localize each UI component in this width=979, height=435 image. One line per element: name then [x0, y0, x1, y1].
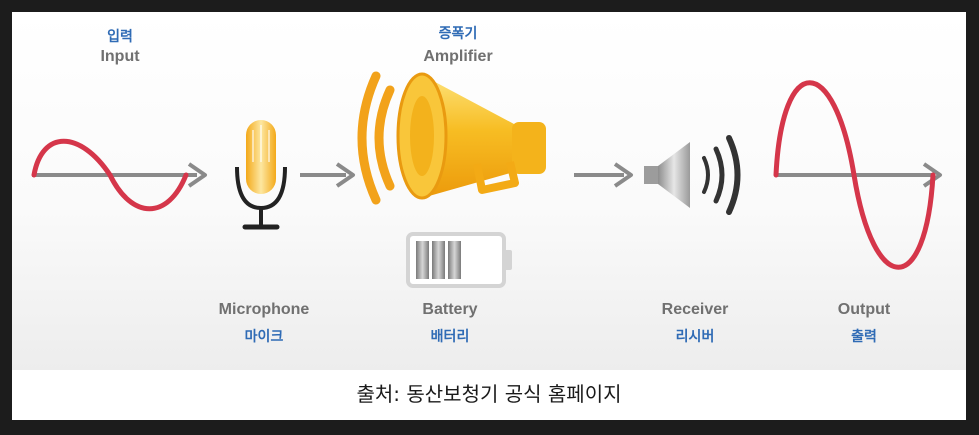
receiver-label-en: Receiver	[661, 301, 729, 318]
input-waveform	[31, 138, 207, 212]
battery-label-en: Battery	[422, 301, 478, 318]
megaphone-icon	[357, 71, 546, 205]
output-label-en: Output	[837, 301, 891, 318]
arrow-to-receiver	[574, 162, 633, 188]
amplifier-label-ko: 증폭기	[438, 26, 478, 42]
speaker-icon	[644, 135, 741, 215]
microphone-label-ko: 마이크	[244, 329, 284, 345]
input-label-en: Input	[100, 48, 140, 65]
amplifier-label-en: Amplifier	[423, 48, 493, 65]
battery-label-ko: 배터리	[430, 329, 470, 345]
diagram-panel: 입력 Input 증폭기 Amplifier Microphone 마이크 Ba…	[12, 12, 966, 370]
arrow-to-amplifier	[300, 162, 355, 188]
output-waveform	[773, 80, 942, 270]
microphone-icon	[235, 120, 287, 230]
microphone-label-en: Microphone	[218, 301, 310, 318]
input-label-ko: 입력	[107, 29, 133, 45]
diagram-graphics	[31, 71, 942, 288]
diagram-frame: 입력 Input 증폭기 Amplifier Microphone 마이크 Ba…	[12, 12, 966, 420]
battery-icon	[406, 232, 512, 288]
receiver-label-ko: 리시버	[675, 329, 715, 345]
output-label-ko: 출력	[851, 329, 877, 345]
source-caption: 출처: 동산보청기 공식 홈페이지	[12, 370, 966, 420]
